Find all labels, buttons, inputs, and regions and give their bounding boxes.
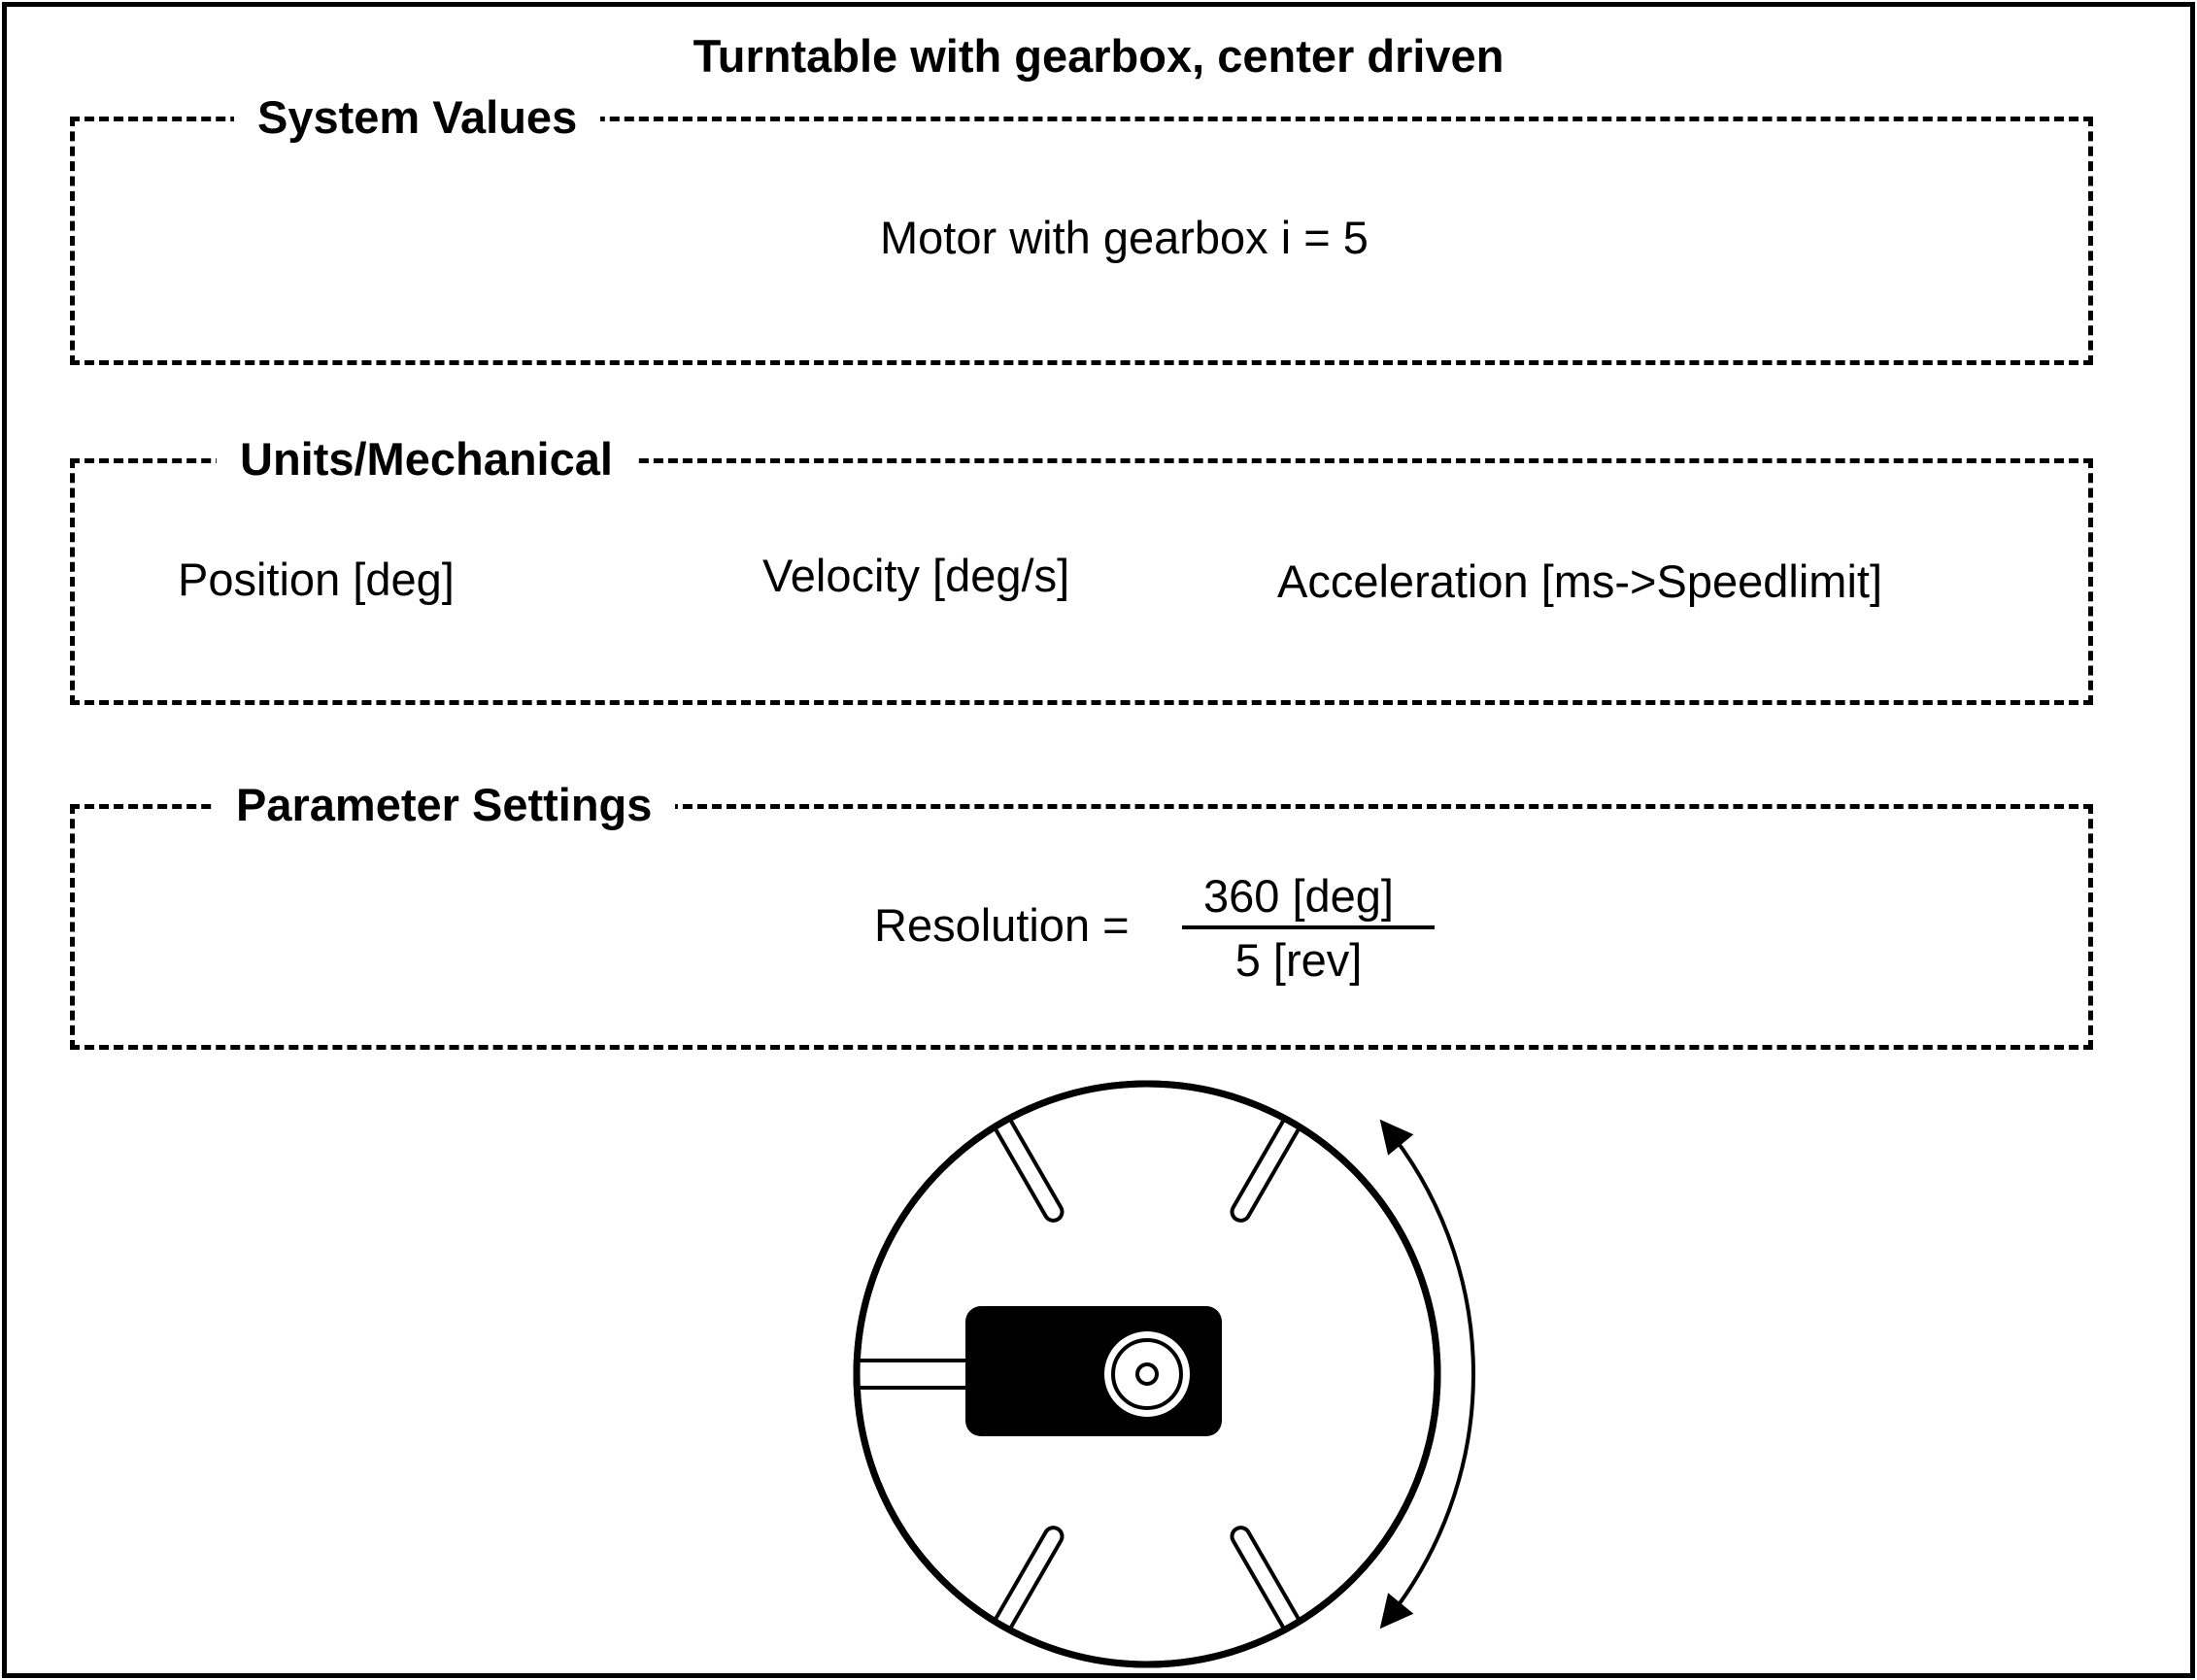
turntable-diagram xyxy=(853,1080,1475,1668)
units-mechanical-section: Units/Mechanical Position [deg] Velocity… xyxy=(70,428,2093,705)
page-title: Turntable with gearbox, center driven xyxy=(693,30,1504,82)
position-unit-text: Position [deg] xyxy=(178,554,455,605)
units-mechanical-legend: Units/Mechanical xyxy=(217,428,636,490)
system-values-section: System Values Motor with gearbox i = 5 xyxy=(70,86,2093,365)
motor-shaft-icon xyxy=(1104,1331,1190,1417)
rotation-arrow-icon xyxy=(1379,1119,1475,1630)
motor-gearbox-text: Motor with gearbox i = 5 xyxy=(880,212,1369,263)
fraction-bar xyxy=(1182,925,1435,929)
velocity-unit-text: Velocity [deg/s] xyxy=(762,550,1070,601)
parameter-settings-section: Parameter Settings Resolution = 360 [deg… xyxy=(70,774,2093,1050)
parameter-settings-legend: Parameter Settings xyxy=(213,774,676,836)
resolution-numerator: 360 [deg] xyxy=(1202,870,1394,922)
resolution-label: Resolution = xyxy=(874,899,1130,951)
system-values-legend: System Values xyxy=(234,86,601,149)
resolution-denominator: 5 [rev] xyxy=(1234,934,1363,986)
acceleration-unit-text: Acceleration [ms->Speedlimit] xyxy=(1277,555,1883,607)
